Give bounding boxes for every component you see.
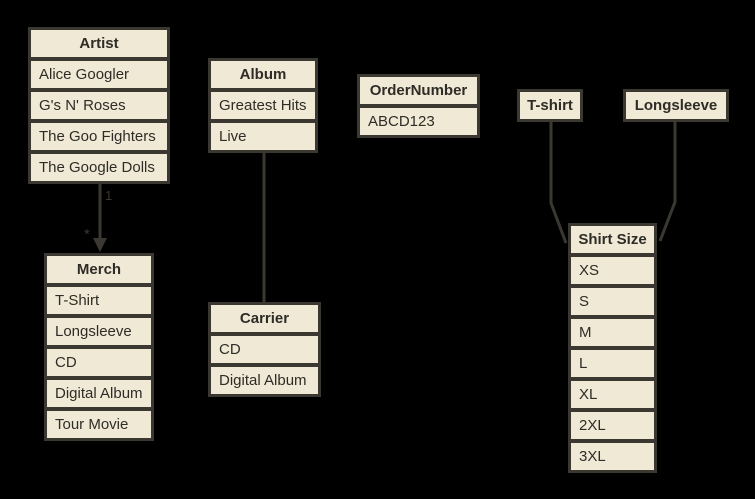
multiplicity-label-one: 1 bbox=[105, 188, 113, 203]
table-carrier: Carrier CD Digital Album bbox=[208, 302, 321, 397]
table-merch-title: Merch bbox=[47, 256, 151, 283]
table-shirtsize-title: Shirt Size bbox=[571, 226, 654, 253]
table-row: CD bbox=[211, 336, 318, 363]
arrowhead-merch bbox=[93, 238, 107, 252]
table-longsleeve-title: Longsleeve bbox=[626, 92, 726, 119]
table-row: Digital Album bbox=[47, 380, 151, 407]
table-row: Greatest Hits bbox=[211, 92, 315, 119]
table-row: XS bbox=[571, 257, 654, 284]
table-row: Digital Album bbox=[211, 367, 318, 394]
table-tshirt-title: T-shirt bbox=[520, 92, 580, 119]
table-row: 2XL bbox=[571, 412, 654, 439]
table-carrier-rows: CD Digital Album bbox=[211, 336, 318, 394]
table-row: XL bbox=[571, 381, 654, 408]
table-row: G's N' Roses bbox=[31, 92, 167, 119]
multiplicity-label-star: * bbox=[84, 226, 90, 243]
edge-longsleeve-shirtsize bbox=[658, 122, 677, 242]
table-tshirt: T-shirt bbox=[517, 89, 583, 122]
table-ordernumber-rows: ABCD123 bbox=[360, 108, 477, 135]
table-row: S bbox=[571, 288, 654, 315]
table-longsleeve: Longsleeve bbox=[623, 89, 729, 122]
table-row: Live bbox=[211, 123, 315, 150]
table-ordernumber-title: OrderNumber bbox=[360, 77, 477, 104]
table-row: Alice Googler bbox=[31, 61, 167, 88]
table-row: CD bbox=[47, 349, 151, 376]
table-carrier-title: Carrier bbox=[211, 305, 318, 332]
edge-tshirt-shirtsize bbox=[549, 122, 568, 244]
table-row: The Google Dolls bbox=[31, 154, 167, 181]
table-row: The Goo Fighters bbox=[31, 123, 167, 150]
table-row: Tour Movie bbox=[47, 411, 151, 438]
table-row: L bbox=[571, 350, 654, 377]
table-ordernumber: OrderNumber ABCD123 bbox=[357, 74, 480, 138]
table-row: T-Shirt bbox=[47, 287, 151, 314]
table-row: Longsleeve bbox=[47, 318, 151, 345]
table-row: M bbox=[571, 319, 654, 346]
table-row: 3XL bbox=[571, 443, 654, 470]
table-row: ABCD123 bbox=[360, 108, 477, 135]
table-artist-title: Artist bbox=[31, 30, 167, 57]
table-album-title: Album bbox=[211, 61, 315, 88]
